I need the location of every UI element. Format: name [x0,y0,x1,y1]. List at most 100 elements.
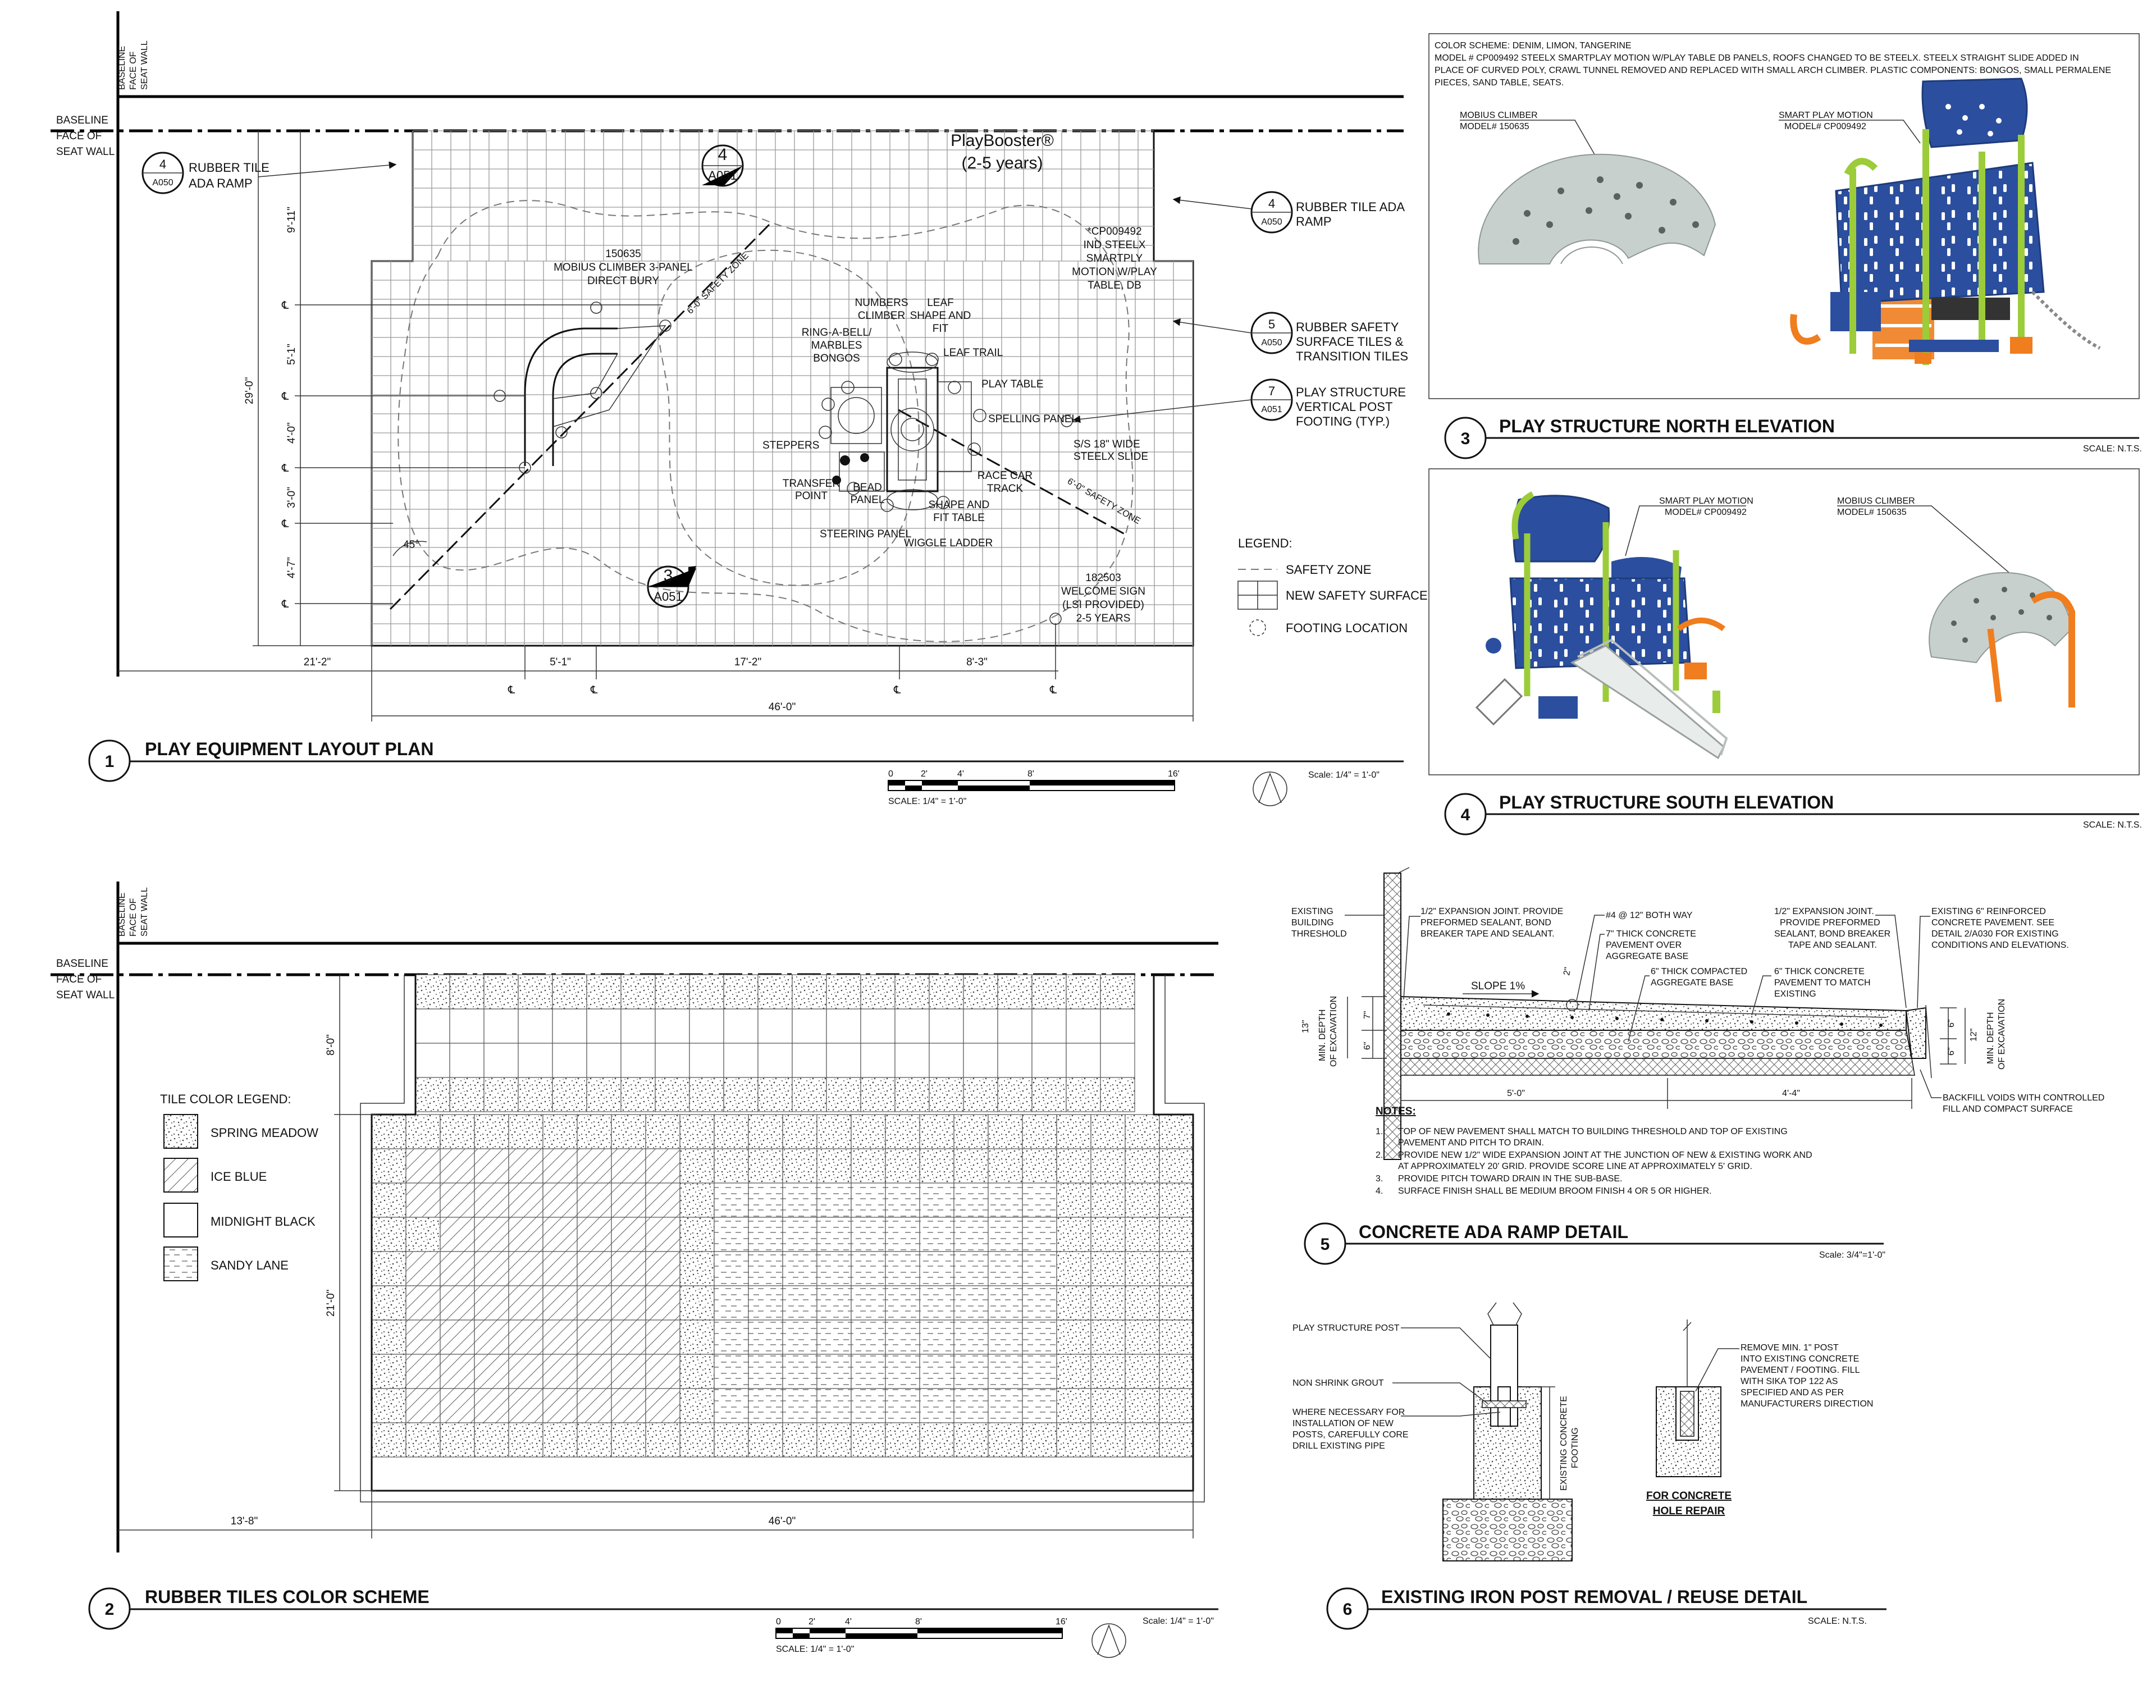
tile-cell [885,1148,920,1184]
tile-cell [714,1182,749,1218]
tile-cell [1125,1114,1160,1149]
svg-text:PLAY STRUCTURE POST: PLAY STRUCTURE POST [1292,1323,1400,1333]
ramp-slab7-label: 7" THICK CONCRETE PAVEMENT OVER AGGREGAT… [1588,929,1696,1011]
tile-cell [1125,1388,1160,1423]
tile-cell [988,1285,1023,1321]
tile-cell [816,1148,852,1184]
svg-text:AGGREGATE BASE: AGGREGATE BASE [1651,978,1733,988]
tile-cell [679,1217,715,1252]
tile-cell [645,1217,680,1252]
svg-text:℄: ℄ [893,684,901,696]
tile-cell [919,1319,954,1355]
tile-cell [552,974,587,1010]
tile-cell [1056,1217,1091,1252]
svg-text:OF EXCAVATION: OF EXCAVATION [1329,996,1339,1067]
ramp-notes: NOTES: 1. TOP OF NEW PAVEMENT SHALL MATC… [1376,1106,1812,1196]
tile-cell [440,1114,475,1149]
tile-cell [1125,1217,1160,1252]
svg-text:CLIMBER: CLIMBER [858,310,905,322]
svg-text:MODEL# CP009492: MODEL# CP009492 [1665,508,1747,517]
tile-cell [757,1077,793,1112]
tile-cell [586,1008,622,1044]
tile-cell [723,974,759,1010]
mobius-climber-plan [494,302,672,474]
tile-cell [782,1217,817,1252]
tile-cell [1159,1422,1194,1458]
tile-cell [1090,1285,1126,1321]
label-smartply: *CP009492 IND STEELX SMARTPLY MOTION W/P… [1072,226,1157,291]
svg-text:6": 6" [1363,1042,1372,1050]
svg-text:A051: A051 [708,168,737,182]
tile-cell [919,1422,954,1458]
view-existing-iron-post-detail: EXISTING CONCRETE FOOTING PLAY STRUCTURE… [1292,1302,1886,1630]
tile-cell [1056,1319,1091,1355]
tile-cell [816,1114,852,1149]
svg-text:RUBBER TILE ADA: RUBBER TILE ADA [1296,200,1405,214]
tile-cell [1159,1285,1194,1321]
tile-cell [894,1043,930,1078]
svg-text:MOTION W/PLAY: MOTION W/PLAY [1072,266,1157,278]
tile-cell [851,1148,886,1184]
svg-text:PLAY STRUCTURE: PLAY STRUCTURE [1296,385,1406,399]
tiles-bar-scale: 0 2' 4' 8' 16' SCALE: 1/4" = 1'-0" [775,1617,1126,1658]
svg-text:TILE COLOR LEGEND:: TILE COLOR LEGEND: [160,1092,291,1106]
tile-cell [757,1008,793,1044]
tile-cell [988,1182,1023,1218]
tile-cell [816,1285,852,1321]
svg-text:150635: 150635 [605,248,641,260]
svg-text:182503: 182503 [1085,572,1121,584]
svg-text:13": 13" [1301,1020,1310,1033]
tile-cell [860,974,896,1010]
svg-text:8': 8' [1027,769,1034,779]
tile-cell [440,1354,475,1389]
section-ref-4-a051: 4 A051 [701,144,744,187]
svg-text:29'-0": 29'-0" [244,377,255,404]
tile-cell [885,1217,920,1252]
tile-cell [714,1251,749,1286]
svg-text:PROVIDE PITCH TOWARD DRAIN IN: PROVIDE PITCH TOWARD DRAIN IN THE SUB-BA… [1398,1174,1622,1184]
tile-cell [405,1388,441,1423]
tile-cell [919,1354,954,1389]
svg-text:RACE CAR: RACE CAR [977,470,1033,482]
tile-cell [679,1182,715,1218]
tile-cell [953,1217,989,1252]
tile-cell [1031,1043,1067,1078]
plan-legend: LEGEND: SAFETY ZONE NEW SAFETY SURFACE F… [1237,536,1428,636]
baseline-vertical-label-2: FACE OF [129,51,138,90]
tile-cell [415,974,450,1010]
post-title: EXISTING IRON POST REMOVAL / REUSE DETAI… [1381,1587,1807,1607]
svg-text:8': 8' [915,1617,922,1627]
tile-cell [611,1354,646,1389]
svg-text:MIN. DEPTH: MIN. DEPTH [1318,1010,1327,1061]
svg-text:4'-4": 4'-4" [1782,1089,1800,1098]
tile-cell [679,1354,715,1389]
svg-text:21'-2": 21'-2" [304,656,331,668]
svg-text:SEALANT, BOND BREAKER: SEALANT, BOND BREAKER [1774,929,1890,939]
label-steering-panel: STEERING PANEL [820,528,911,540]
svg-text:SAFETY ZONE: SAFETY ZONE [1286,563,1371,577]
tile-cell [782,1422,817,1458]
label-play-table: PLAY TABLE [981,378,1044,390]
tile-cell [405,1148,441,1184]
tile-cell [508,1422,543,1458]
svg-text:9'-11": 9'-11" [286,207,298,233]
safety-zone-label-2: 6'-0" SAFETY ZONE [1066,477,1142,526]
svg-text:SCALE: 1/4" = 1'-0": SCALE: 1/4" = 1'-0" [888,797,966,806]
tile-cell [518,1077,553,1112]
baseline-vertical-label-3: SEAT WALL [140,40,149,90]
tile-cell [371,1114,406,1149]
svg-text:5'-1": 5'-1" [550,656,571,668]
tile-cell [885,1319,920,1355]
svg-text:CONDITIONS AND ELEVATIONS.: CONDITIONS AND ELEVATIONS. [1931,940,2069,950]
tile-cell [1090,1354,1126,1389]
svg-text:Scale: 1/4" = 1'-0": Scale: 1/4" = 1'-0" [1308,770,1380,780]
tile-cell [997,1043,1033,1078]
svg-text:Scale: 3/4"=1'-0": Scale: 3/4"=1'-0" [1819,1250,1885,1260]
tile-cell [371,1319,406,1355]
tile-cell [405,1422,441,1458]
tile-cell [474,1114,509,1149]
ramp-base6-label: 6" THICK COMPACTED AGGREGATE BASE [1628,967,1747,1042]
south-title: PLAY STRUCTURE SOUTH ELEVATION [1499,792,1834,812]
svg-text:2.: 2. [1376,1150,1383,1160]
surface-outline [371,131,1194,647]
